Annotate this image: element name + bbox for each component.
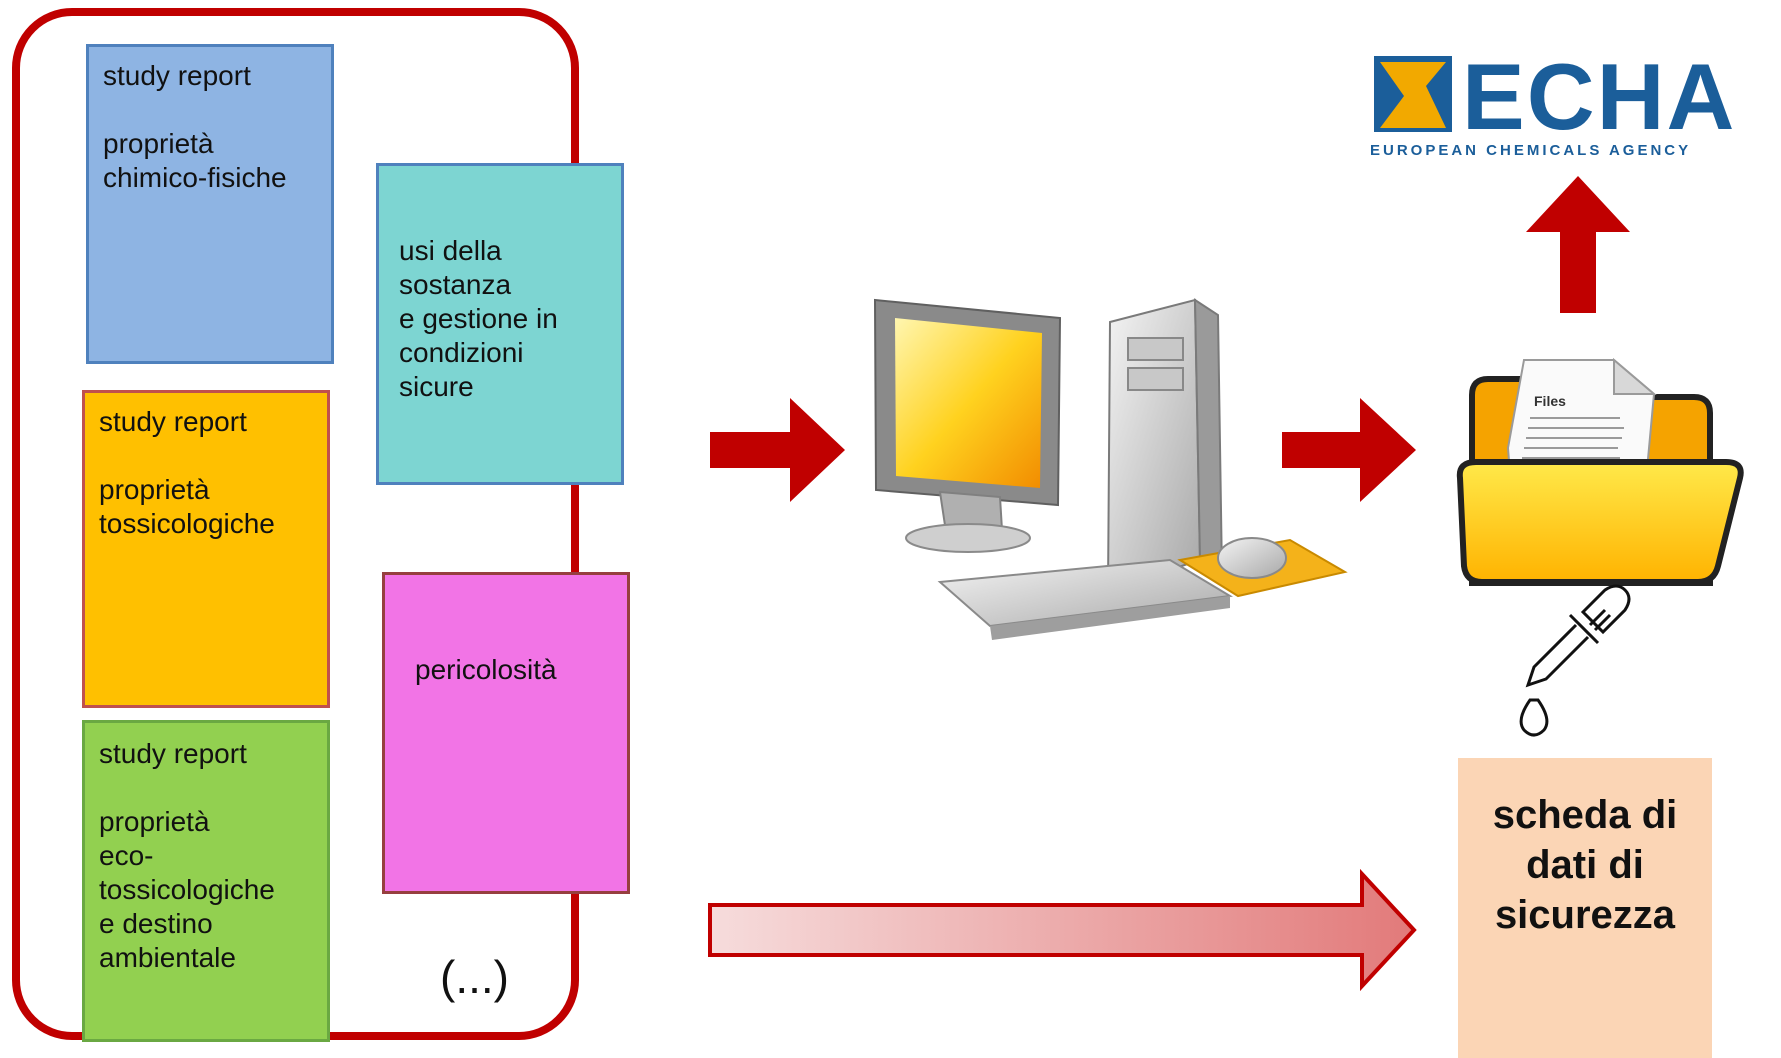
box-text: study report proprietà eco- tossicologic…: [99, 738, 275, 973]
safety-data-sheet: scheda di dati di sicurezza: [1458, 758, 1712, 1058]
files-folder-icon: Files: [1456, 357, 1744, 586]
more-ellipsis: (...): [440, 951, 509, 1003]
echa-logo-subtitle: EUROPEAN CHEMICALS AGENCY: [1370, 142, 1692, 159]
box-study-report-ecotox: study report proprietà eco- tossicologic…: [82, 720, 330, 1042]
echa-logo-text: ECHA: [1462, 44, 1737, 149]
box-uses-safe-handling: usi della sostanza e gestione in condizi…: [376, 163, 624, 485]
files-label: Files: [1534, 393, 1566, 409]
computer-icon: [873, 298, 1348, 640]
arrow-to-computer: [710, 398, 845, 502]
box-hazards: pericolosità: [382, 572, 630, 894]
dropper-icon: [1519, 584, 1631, 737]
box-study-report-tox: study report proprietà tossicologiche: [82, 390, 330, 708]
box-text: study report proprietà chimico-fisiche: [103, 60, 287, 193]
arrow-to-files: [1282, 398, 1416, 502]
echa-logo-emblem: [1374, 56, 1452, 132]
arrow-to-echa: [1526, 176, 1630, 313]
safety-data-sheet-label: scheda di dati di sicurezza: [1492, 793, 1678, 937]
box-text: pericolosità: [415, 654, 557, 685]
arrow-to-sds: [708, 868, 1417, 992]
box-text: usi della sostanza e gestione in condizi…: [399, 235, 558, 402]
box-text: study report proprietà tossicologiche: [99, 406, 275, 539]
box-study-report-physchem: study report proprietà chimico-fisiche: [86, 44, 334, 364]
